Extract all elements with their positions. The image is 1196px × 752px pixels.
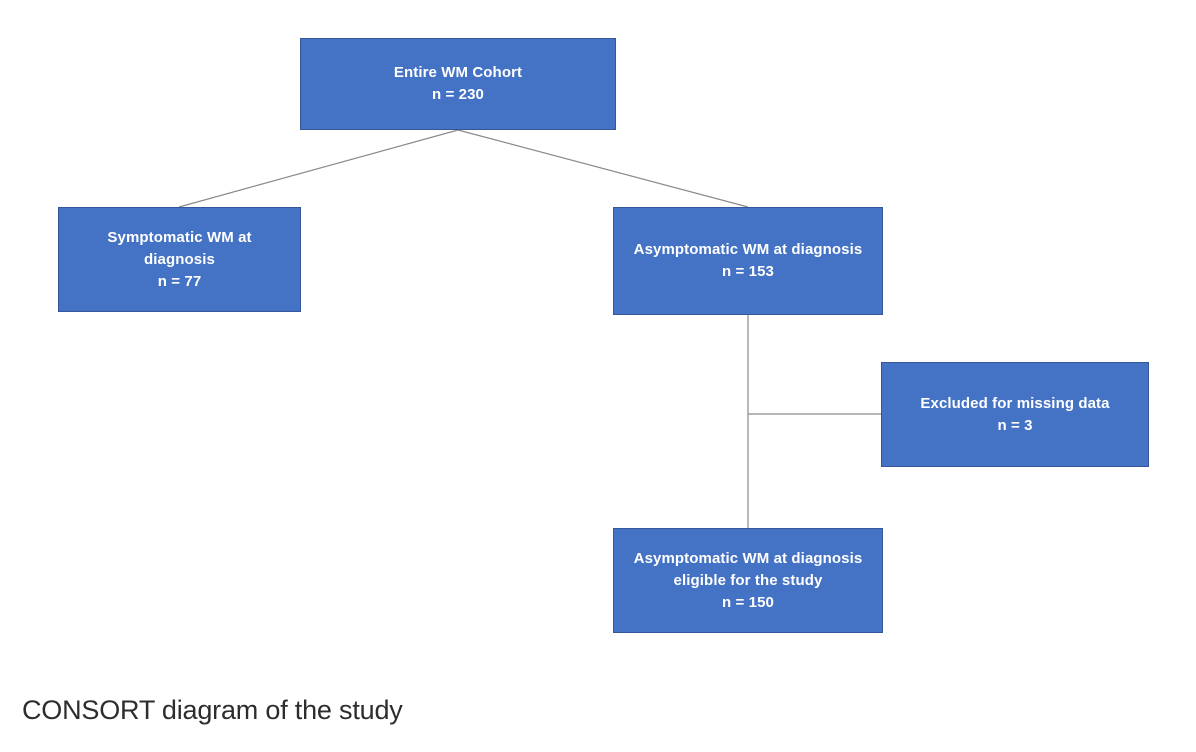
node-text-line: Excluded for missing data: [920, 394, 1110, 412]
node-text-line: Asymptomatic WM at diagnosis: [633, 549, 863, 567]
node-text-line: Entire WM Cohort: [393, 64, 523, 81]
figure-caption: CONSORT diagram of the study: [22, 695, 403, 725]
node-count: n = 3: [997, 416, 1033, 434]
node-count: n = 153: [722, 263, 774, 280]
node-count: n = 150: [722, 593, 774, 611]
node-asymptomatic-wm: Asymptomatic WM at diagnosis n = 153: [613, 207, 883, 315]
connector-entire-to-asymptomatic: [457, 129, 749, 208]
node-text-line: eligible for the study: [673, 571, 823, 589]
node-symptomatic-wm: Symptomatic WM at diagnosis n = 77: [58, 207, 301, 312]
node-count: n = 230: [432, 86, 484, 103]
node-text-line: diagnosis: [144, 250, 215, 268]
node-asymptomatic-eligible: Asymptomatic WM at diagnosis eligible fo…: [613, 528, 883, 633]
node-text-line: Asymptomatic WM at diagnosis: [633, 241, 863, 258]
connector-entire-to-symptomatic: [178, 129, 459, 208]
node-count: n = 77: [157, 272, 202, 290]
node-text-line: Symptomatic WM at: [107, 228, 252, 246]
node-excluded-missing-data: Excluded for missing data n = 3: [881, 362, 1149, 467]
node-entire-wm-cohort: Entire WM Cohort n = 230: [300, 38, 616, 130]
